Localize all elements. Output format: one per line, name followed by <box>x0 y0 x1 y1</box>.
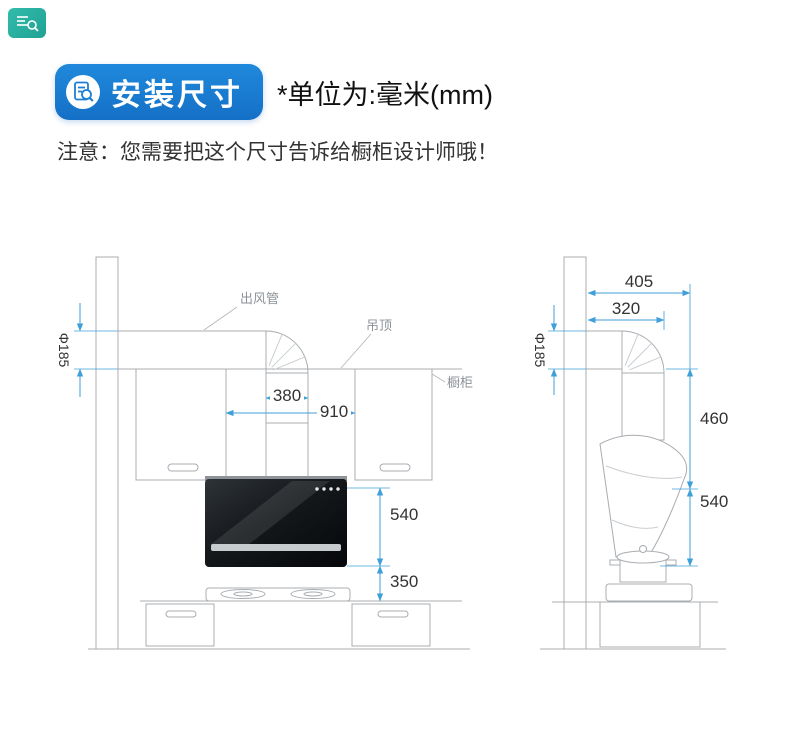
pot-lid-knob <box>639 545 647 553</box>
dim-front-hood-height: 540 <box>390 505 418 524</box>
dim-hood-to-cooktop: 350 <box>390 572 418 591</box>
front-view: 出风管 吊顶 橱柜 Φ185 380 910 <box>56 256 473 650</box>
section-badge: 安装尺寸 <box>55 64 263 120</box>
right-base-cabinet <box>351 603 431 647</box>
burner-left <box>220 589 266 599</box>
dim-side-duct-diameter: Φ185 <box>532 333 548 368</box>
chimney-cover <box>265 422 309 481</box>
duct-callout: 出风管 <box>240 291 279 306</box>
side-dimensions: Φ185 405 320 460 540 <box>532 272 728 567</box>
front-counter <box>88 587 470 650</box>
stove-side <box>605 583 693 602</box>
dim-flue-width: 380 <box>273 386 301 405</box>
side-brick-column <box>563 256 587 650</box>
dim-total-depth: 405 <box>625 272 653 291</box>
hood-sheen <box>210 481 330 545</box>
list-search-icon <box>17 16 39 32</box>
dim-duct-depth: 320 <box>612 299 640 318</box>
front-dimensions: Φ185 380 910 540 350 <box>56 303 418 602</box>
section-title: 安装尺寸 <box>111 79 243 112</box>
range-hood-side <box>599 434 688 558</box>
header: 安装尺寸 *单位为:毫米(mm) <box>55 64 493 120</box>
corner-list-badge <box>8 8 46 38</box>
front-brick-column <box>95 256 119 650</box>
burner-right <box>290 589 336 599</box>
side-pot-and-stove <box>540 545 726 650</box>
front-callouts: 出风管 吊顶 橱柜 <box>203 291 473 390</box>
cabinet-handle <box>379 463 411 472</box>
side-view: Φ185 405 320 460 540 <box>532 256 728 650</box>
dim-side-hood-height: 540 <box>700 492 728 511</box>
cabinet-handle <box>167 463 199 472</box>
notice-text: 注意：您需要把这个尺寸告诉给橱柜设计师哦！ <box>57 141 498 164</box>
right-wall-cabinet <box>354 368 433 481</box>
hood-touch-controls <box>315 487 340 491</box>
dim-front-duct-diameter: Φ185 <box>56 333 72 368</box>
dim-cabinet-gap: 910 <box>320 402 348 421</box>
range-hood-front <box>205 476 347 567</box>
left-wall-cabinet <box>135 368 227 481</box>
cabinet-callout: 橱柜 <box>447 375 473 390</box>
spec-search-icon <box>65 74 101 110</box>
side-exhaust-duct <box>585 330 665 441</box>
unit-note: *单位为:毫米(mm) <box>277 79 493 110</box>
side-base-cabinet <box>599 601 701 648</box>
hood-trim-strip <box>211 544 341 551</box>
dim-upper-section-height: 460 <box>700 409 728 428</box>
ceiling-callout: 吊顶 <box>366 318 392 333</box>
left-base-cabinet <box>145 603 215 647</box>
